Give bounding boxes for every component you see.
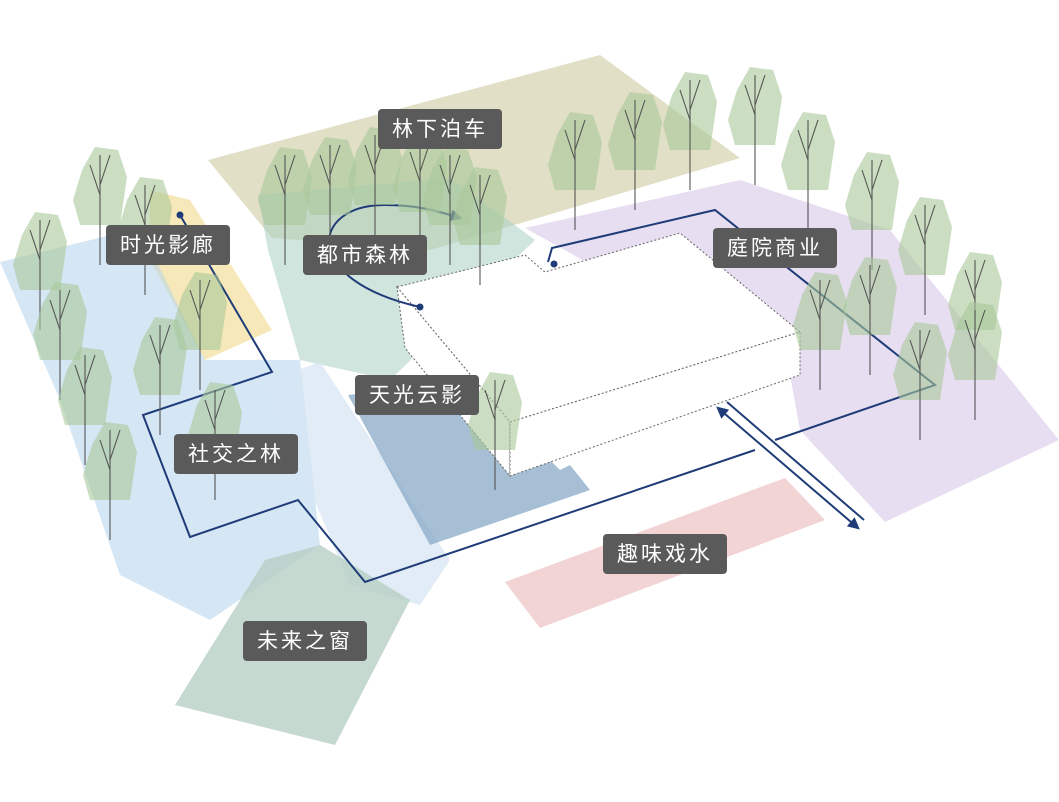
label-dushi: 都市森林 (303, 235, 427, 275)
path-nodes (176, 211, 558, 311)
label-weilai: 未来之窗 (243, 621, 367, 661)
tree-icon (13, 212, 67, 330)
tree-icon (948, 302, 1002, 420)
circulation-path (141, 203, 938, 584)
tree-icon (258, 147, 312, 265)
label-quwei: 趣味戏水 (603, 534, 727, 574)
label-tianguang: 天光云影 (355, 375, 479, 415)
label-linxia: 林下泊车 (378, 109, 502, 149)
label-shejiao: 社交之林 (174, 434, 298, 474)
tree-icon (83, 422, 137, 540)
tree-icon (898, 197, 952, 315)
label-tingyuan: 庭院商业 (713, 228, 837, 268)
tree-icon (303, 137, 357, 255)
label-shiguang: 时光影廊 (106, 225, 230, 265)
trees (13, 67, 1002, 540)
tree-icon (843, 257, 897, 375)
tree-icon (728, 67, 782, 185)
tree-icon (548, 112, 602, 230)
tree-icon (133, 317, 187, 435)
tree-icon (468, 372, 522, 490)
tree-icon (173, 272, 227, 390)
zone-tianguang (348, 382, 590, 545)
tree-icon (608, 92, 662, 210)
zone-light-band (265, 362, 450, 605)
tree-icon (893, 322, 947, 440)
tree-icon (453, 167, 507, 285)
tree-icon (781, 112, 835, 230)
tree-icon (845, 152, 899, 270)
tree-icon (663, 72, 717, 190)
tree-icon (58, 347, 112, 465)
tree-icon (33, 282, 87, 400)
tree-icon (793, 272, 847, 390)
tree-icon (73, 147, 127, 265)
